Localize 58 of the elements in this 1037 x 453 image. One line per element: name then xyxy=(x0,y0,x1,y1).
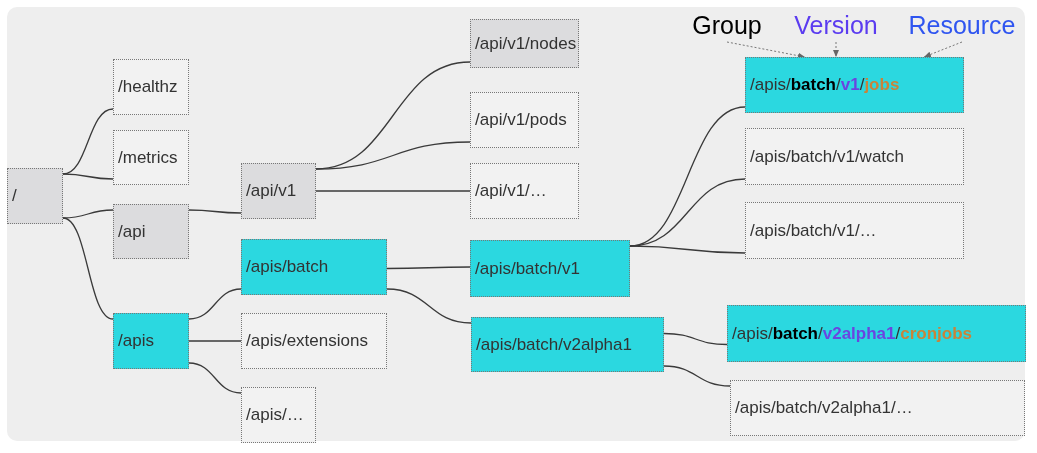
connector-line xyxy=(629,245,746,254)
path-box xyxy=(7,168,63,224)
dotted-arrow xyxy=(923,41,963,58)
connector-line xyxy=(62,209,114,219)
path-box xyxy=(113,313,189,369)
path-label: /apis/batch/v1 xyxy=(475,257,581,280)
heading-label: Resource xyxy=(903,10,1021,42)
path-label: /api/v1 xyxy=(246,180,298,203)
connector-line xyxy=(663,365,731,387)
connector-line xyxy=(188,209,242,214)
path-box xyxy=(470,163,579,219)
path-label: /api/v1/… xyxy=(475,180,548,203)
connector-line xyxy=(315,190,471,192)
path-label: /apis xyxy=(118,330,155,353)
connector-line xyxy=(188,340,242,342)
path-label: /apis/batch/v2alpha1 xyxy=(476,333,633,356)
connector-line xyxy=(663,332,728,346)
path-box xyxy=(113,204,189,259)
path-label: /apis/batch/v1/… xyxy=(750,219,878,242)
path-label: /api/v1/pods xyxy=(475,109,568,132)
path-label: /healthz xyxy=(118,76,179,99)
heading-label: Group xyxy=(686,10,768,42)
path-box xyxy=(470,240,630,297)
path-box xyxy=(727,305,1026,362)
dotted-arrow xyxy=(833,41,839,58)
heading-label: Version xyxy=(788,10,884,42)
path-box xyxy=(745,128,964,185)
path-box xyxy=(241,239,387,295)
connector-line xyxy=(188,288,242,320)
path-label: /metrics xyxy=(118,146,179,169)
connector-line xyxy=(62,173,114,180)
path-box xyxy=(113,59,189,115)
connector-line xyxy=(315,141,471,170)
path-label: /apis/batch xyxy=(246,256,330,279)
path-box xyxy=(241,163,316,219)
path-box xyxy=(745,202,964,259)
path-box xyxy=(470,19,579,68)
dotted-arrow xyxy=(726,41,806,59)
path-box xyxy=(471,317,664,372)
path-box xyxy=(241,387,316,443)
path-label: / xyxy=(12,185,18,208)
path-box xyxy=(745,57,964,113)
path-label: /apis/batch/v2alpha1/cronjobs xyxy=(732,322,974,345)
connector-line xyxy=(188,362,242,394)
path-box xyxy=(241,313,387,369)
connector-line xyxy=(62,217,114,320)
path-label: /apis/… xyxy=(246,404,305,427)
path-box xyxy=(113,130,189,185)
connector-line xyxy=(386,266,471,270)
path-box xyxy=(470,92,579,148)
path-label: /apis/extensions xyxy=(246,330,369,353)
connector-line xyxy=(386,288,472,324)
path-label: /apis/batch/v1/watch xyxy=(750,145,906,168)
path-label: /apis/batch/v1/jobs xyxy=(750,74,901,97)
path-label: /apis/batch/v2alpha1/… xyxy=(735,397,914,420)
path-box xyxy=(730,380,1025,436)
path-label: /api xyxy=(118,220,147,243)
path-label: /api/v1/nodes xyxy=(475,32,574,55)
